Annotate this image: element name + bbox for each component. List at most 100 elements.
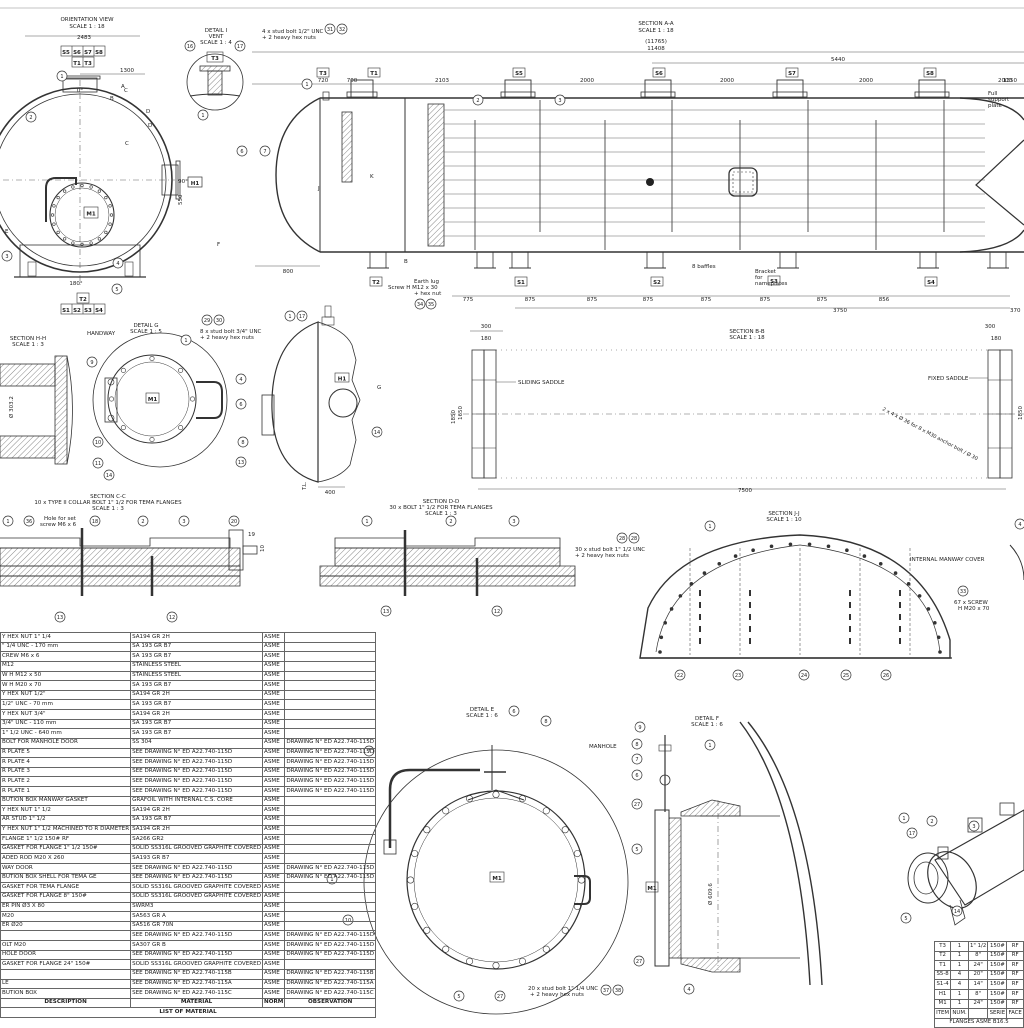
item-balloon [380, 605, 392, 617]
item-balloon [674, 669, 686, 681]
end-view-h1: H1 [338, 377, 347, 383]
item-balloon [951, 905, 963, 917]
flange-cell: 150# [987, 960, 1008, 971]
tag-m1: M1 [86, 212, 95, 218]
item-balloon [180, 334, 192, 346]
bom-cell: DRAWING N° ED A22.740-115D [284, 747, 377, 759]
item-balloon-number: 28 [631, 536, 637, 542]
item-balloon [425, 298, 437, 310]
dim-1300: 1300 [120, 68, 134, 74]
item-balloon [92, 457, 104, 469]
bom-cell: ASME [262, 728, 286, 739]
item-balloon [2, 515, 14, 527]
svg-text:for: for [755, 275, 763, 281]
section-h-h: SECTION H-H SCALE 1 : 3 Ø 303.2 [0, 336, 73, 465]
bom-cell: BUTION BOX [0, 988, 132, 999]
dim-1850-left: 1850 [451, 410, 457, 424]
letter-g: G [377, 385, 381, 391]
bom-cell [284, 891, 377, 903]
bom-cell: 1" 1/2 UNC - 640 mm [0, 728, 132, 739]
bom-cell: SA194 GR 2H [130, 689, 264, 701]
item-balloon [840, 669, 852, 681]
item-balloon-number: 17 [299, 314, 305, 320]
bom-cell: SOLID SS316L GROOVED GRAPHITE COVERED [130, 891, 264, 903]
item-balloon-number: 1 [365, 519, 368, 525]
bom-cell: SEE DRAWING N° ED A22.740-115D [130, 747, 264, 759]
item-balloon [166, 611, 178, 623]
flange-cell: 150# [987, 941, 1008, 952]
flange-cell: 24" [967, 960, 989, 971]
manhole-label: MANHOLE [589, 744, 617, 750]
bom-cell: SA 193 GR B7 [130, 651, 264, 662]
bom-cell: 3/4" UNC - 110 mm [0, 718, 132, 730]
item-balloon [228, 515, 240, 527]
flange-cell: RF [1006, 998, 1024, 1010]
bom-cell: SA516 GR 70N [130, 920, 264, 932]
bom-cell: DRAWING N° ED A22.740-115D [284, 949, 377, 961]
dim-800: 800 [283, 269, 294, 275]
bom-cell: ASME [262, 988, 286, 999]
dim-11765: (11765) [645, 39, 667, 45]
dim-300-right: 300 [985, 324, 996, 330]
section-d-d: SECTION D-D 30 x BOLT 1" 1/2 FOR TEMA FL… [319, 499, 645, 596]
head-left [275, 97, 321, 253]
item-balloon-number: 38 [615, 988, 621, 994]
flange-cell: 1 [950, 950, 969, 962]
note-8-baffles: 8 baffles [692, 264, 716, 270]
flange-cell: 24" [967, 998, 989, 1010]
flange-cell: 1 [950, 998, 969, 1010]
item-balloon [137, 515, 149, 527]
bom-cell [284, 824, 377, 836]
aa-bottom-dim: 875 [701, 297, 712, 303]
bom-cell: DRAWING N° ED A22.740-115D [284, 757, 377, 768]
aa-bottom-dim: 856 [879, 297, 890, 303]
flange-cell: 8" [967, 988, 989, 1000]
aa-bottom-tag: S2 [653, 280, 661, 286]
item-balloon-number: 12 [494, 609, 500, 615]
bom-cell: ASME [262, 689, 286, 701]
flange-cell: 20" [967, 969, 989, 981]
letter-k: K [370, 174, 374, 180]
bom-cell: M20 [0, 911, 132, 922]
aa-top-tag: T1 [370, 71, 378, 77]
item-balloon-number: 14 [106, 473, 112, 479]
bom-cell: HOLE DOOR [0, 949, 132, 961]
item-balloon [25, 111, 37, 123]
item-balloon-number: 6 [635, 773, 638, 779]
item-balloon-number: 8 [241, 440, 244, 446]
bom-cell: SA307 GR B [130, 940, 264, 951]
orientation-view-title: ORIENTATION VIEW [60, 17, 114, 23]
dim-2483: 2483 [77, 35, 91, 41]
item-balloon [54, 611, 66, 623]
item-balloon [704, 739, 716, 751]
item-balloon-number: 1 [201, 113, 204, 119]
bom-cell: SA 193 GR B7 [130, 680, 264, 691]
bom-cell: M12 [0, 660, 132, 672]
bom-cell: ASME [262, 814, 286, 826]
aa-top-tag: S7 [788, 71, 796, 77]
bom-cell: SA563 GR A [130, 911, 264, 922]
bom-cell: ASME [262, 641, 286, 653]
item-balloon [371, 426, 383, 438]
item-balloon-number: 3 [5, 254, 8, 260]
item-balloon [235, 456, 247, 468]
flange-cell: T1 [933, 960, 952, 971]
detail-g-note2: + 2 heavy hex nuts [200, 335, 254, 341]
item-balloon-number: 32 [339, 27, 345, 33]
dim-1850-right: 1850 [1018, 406, 1024, 420]
detail-f-scale: SCALE 1 : 6 [691, 722, 723, 728]
aa-bottom-dim: 775 [463, 297, 474, 303]
item-balloon-number: 20 [231, 519, 237, 525]
flange-header-cell: ITEM [933, 1008, 952, 1019]
